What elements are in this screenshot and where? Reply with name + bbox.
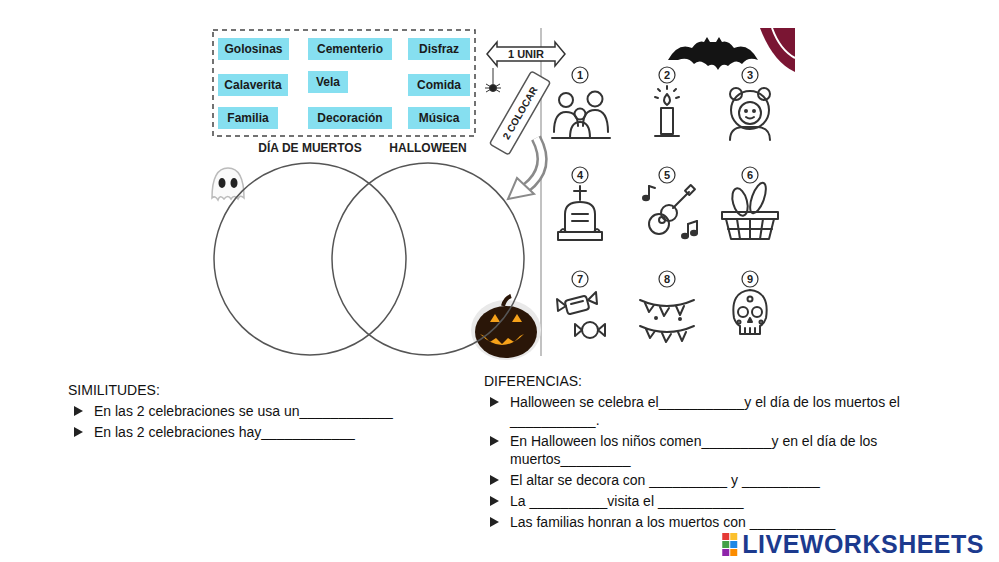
pumpkin xyxy=(471,296,541,360)
section-heading: DIFERENCIAS: xyxy=(484,372,946,390)
tile-word: Familia xyxy=(227,111,268,125)
word-tile: Disfraz xyxy=(408,38,470,60)
step-label: 2 COLOCAR xyxy=(501,85,540,142)
bullet-arrow xyxy=(490,475,499,485)
tile-word: Calaverita xyxy=(224,78,281,92)
venn-circle: DÍA DE MUERTOS xyxy=(213,162,407,356)
garland-icon xyxy=(640,300,694,342)
number-circles xyxy=(572,67,758,287)
tombstone-icon xyxy=(558,186,602,240)
bat xyxy=(668,37,758,70)
circle-outline xyxy=(331,162,525,356)
callout-number: 3 xyxy=(747,69,753,81)
candle-icon xyxy=(655,86,679,136)
word-tile: Comida xyxy=(408,74,470,96)
fill-in-sentence: El altar se decora con __________ y ____… xyxy=(488,471,946,489)
similarities-list: SIMILITUDES: En las 2 celebraciones se us… xyxy=(68,381,408,441)
bread-basket-icon xyxy=(722,181,778,239)
icons xyxy=(552,86,778,342)
tile-word: Golosinas xyxy=(224,42,282,56)
fill-in-sentence: En las 2 celebraciones se usa un________… xyxy=(72,402,408,420)
bullet-arrow xyxy=(490,397,499,407)
word-tile: Golosinas xyxy=(218,38,289,60)
bullet-arrow xyxy=(490,496,499,506)
fill-in-sentence: En las 2 celebraciones hay____________ xyxy=(72,423,408,441)
corner-decoration xyxy=(760,28,795,72)
spider xyxy=(485,68,501,92)
bullet-arrow xyxy=(490,436,499,446)
word-tile: Calaverita xyxy=(218,74,288,96)
callout-number: 9 xyxy=(747,273,753,285)
fill-in-sentence: En Halloween los niños comen_________y e… xyxy=(488,432,946,468)
step-label: 1 UNIR xyxy=(508,48,544,60)
bullet-arrow xyxy=(490,517,499,527)
word-tile: Cementerio xyxy=(308,38,392,60)
fill-in-sentence: Halloween se celebra el___________y el d… xyxy=(488,393,946,429)
word-bank-frame xyxy=(213,30,475,136)
tile-word: Cementerio xyxy=(317,42,383,56)
bullet-arrow xyxy=(74,427,83,437)
circle-heading: HALLOWEEN xyxy=(331,141,525,155)
candies-icon xyxy=(557,292,605,338)
double-arrow xyxy=(487,42,565,66)
callout-number: 6 xyxy=(747,169,753,181)
costume-icon xyxy=(730,88,770,140)
tile-word: Decoración xyxy=(317,111,382,125)
guitar-icon xyxy=(643,185,697,238)
word-tile: Familia xyxy=(218,107,278,129)
section-heading: SIMILITUDES: xyxy=(68,381,408,399)
word-tile: Decoración xyxy=(308,107,392,129)
fill-in-sentence: La __________visita el ___________ xyxy=(488,492,946,510)
family-icon xyxy=(552,92,610,139)
sugar-skull-icon xyxy=(733,290,766,334)
bullet-arrow xyxy=(74,406,83,416)
callout-number: 8 xyxy=(664,273,670,285)
colocar-sign xyxy=(489,71,550,199)
callout-number: 5 xyxy=(664,169,670,181)
callout-number: 1 xyxy=(577,69,583,81)
tile-word: Disfraz xyxy=(419,42,459,56)
tile-word: Música xyxy=(419,111,460,125)
watermark: LIVEWORKSHEETS xyxy=(742,530,984,559)
tile-word: Comida xyxy=(417,78,461,92)
fill-in-sentence: Las familias honran a los muertos con __… xyxy=(488,513,946,531)
word-tile: Vela xyxy=(308,71,348,93)
circle-outline xyxy=(213,162,407,356)
tile-word: Vela xyxy=(316,75,340,89)
callout-number: 7 xyxy=(577,273,583,285)
differences-list: DIFERENCIAS: Halloween se celebra el_____… xyxy=(484,372,946,531)
watermark-logo xyxy=(722,533,737,556)
callout-number: 4 xyxy=(577,169,583,181)
corner-decoration xyxy=(772,28,795,58)
venn-circle: HALLOWEEN xyxy=(331,162,525,356)
word-tile: Música xyxy=(408,107,470,129)
callout-number: 2 xyxy=(664,69,670,81)
circle-heading: DÍA DE MUERTOS xyxy=(213,141,407,155)
